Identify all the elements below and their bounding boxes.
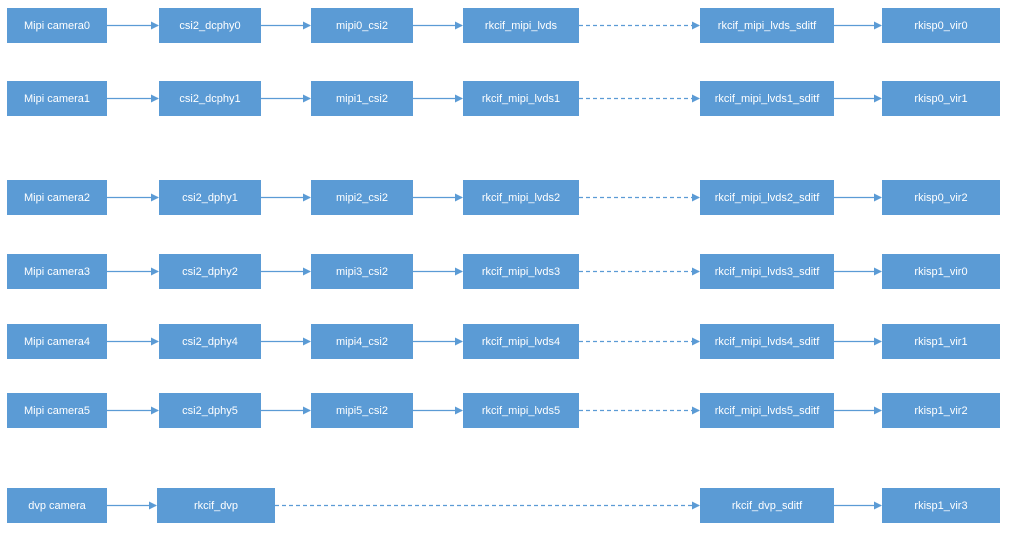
node-rkcif-dvp: rkcif_dvp <box>157 488 275 523</box>
node-csi2-dphy5: csi2_dphy5 <box>159 393 261 428</box>
node-mipi-camera4: Mipi camera4 <box>7 324 107 359</box>
node-rkcif-mipi-lvds4-sditf: rkcif_mipi_lvds4_sditf <box>700 324 834 359</box>
node-csi2-dphy4: csi2_dphy4 <box>159 324 261 359</box>
node-rkcif-mipi-lvds5-sditf: rkcif_mipi_lvds5_sditf <box>700 393 834 428</box>
node-csi2-dcphy1: csi2_dcphy1 <box>159 81 261 116</box>
node-mipi-camera2: Mipi camera2 <box>7 180 107 215</box>
node-rkcif-mipi-lvds1-sditf: rkcif_mipi_lvds1_sditf <box>700 81 834 116</box>
node-mipi5-csi2: mipi5_csi2 <box>311 393 413 428</box>
node-rkisp0-vir0: rkisp0_vir0 <box>882 8 1000 43</box>
node-rkcif-mipi-lvds2: rkcif_mipi_lvds2 <box>463 180 579 215</box>
node-mipi1-csi2: mipi1_csi2 <box>311 81 413 116</box>
node-csi2-dcphy0: csi2_dcphy0 <box>159 8 261 43</box>
node-rkcif-mipi-lvds3: rkcif_mipi_lvds3 <box>463 254 579 289</box>
node-rkcif-mipi-lvds-sditf: rkcif_mipi_lvds_sditf <box>700 8 834 43</box>
node-mipi0-csi2: mipi0_csi2 <box>311 8 413 43</box>
node-rkcif-dvp-sditf: rkcif_dvp_sditf <box>700 488 834 523</box>
node-mipi-camera5: Mipi camera5 <box>7 393 107 428</box>
node-dvp-camera: dvp camera <box>7 488 107 523</box>
node-rkcif-mipi-lvds5: rkcif_mipi_lvds5 <box>463 393 579 428</box>
node-mipi-camera1: Mipi camera1 <box>7 81 107 116</box>
node-csi2-dphy1: csi2_dphy1 <box>159 180 261 215</box>
node-rkcif-mipi-lvds: rkcif_mipi_lvds <box>463 8 579 43</box>
node-mipi2-csi2: mipi2_csi2 <box>311 180 413 215</box>
node-rkcif-mipi-lvds4: rkcif_mipi_lvds4 <box>463 324 579 359</box>
node-rkisp1-vir3: rkisp1_vir3 <box>882 488 1000 523</box>
node-rkcif-mipi-lvds3-sditf: rkcif_mipi_lvds3_sditf <box>700 254 834 289</box>
node-mipi-camera0: Mipi camera0 <box>7 8 107 43</box>
node-mipi3-csi2: mipi3_csi2 <box>311 254 413 289</box>
node-rkisp1-vir1: rkisp1_vir1 <box>882 324 1000 359</box>
node-mipi4-csi2: mipi4_csi2 <box>311 324 413 359</box>
node-csi2-dphy2: csi2_dphy2 <box>159 254 261 289</box>
node-rkisp1-vir2: rkisp1_vir2 <box>882 393 1000 428</box>
node-rkisp0-vir2: rkisp0_vir2 <box>882 180 1000 215</box>
node-mipi-camera3: Mipi camera3 <box>7 254 107 289</box>
node-rkisp0-vir1: rkisp0_vir1 <box>882 81 1000 116</box>
node-rkcif-mipi-lvds2-sditf: rkcif_mipi_lvds2_sditf <box>700 180 834 215</box>
node-rkcif-mipi-lvds1: rkcif_mipi_lvds1 <box>463 81 579 116</box>
node-rkisp1-vir0: rkisp1_vir0 <box>882 254 1000 289</box>
